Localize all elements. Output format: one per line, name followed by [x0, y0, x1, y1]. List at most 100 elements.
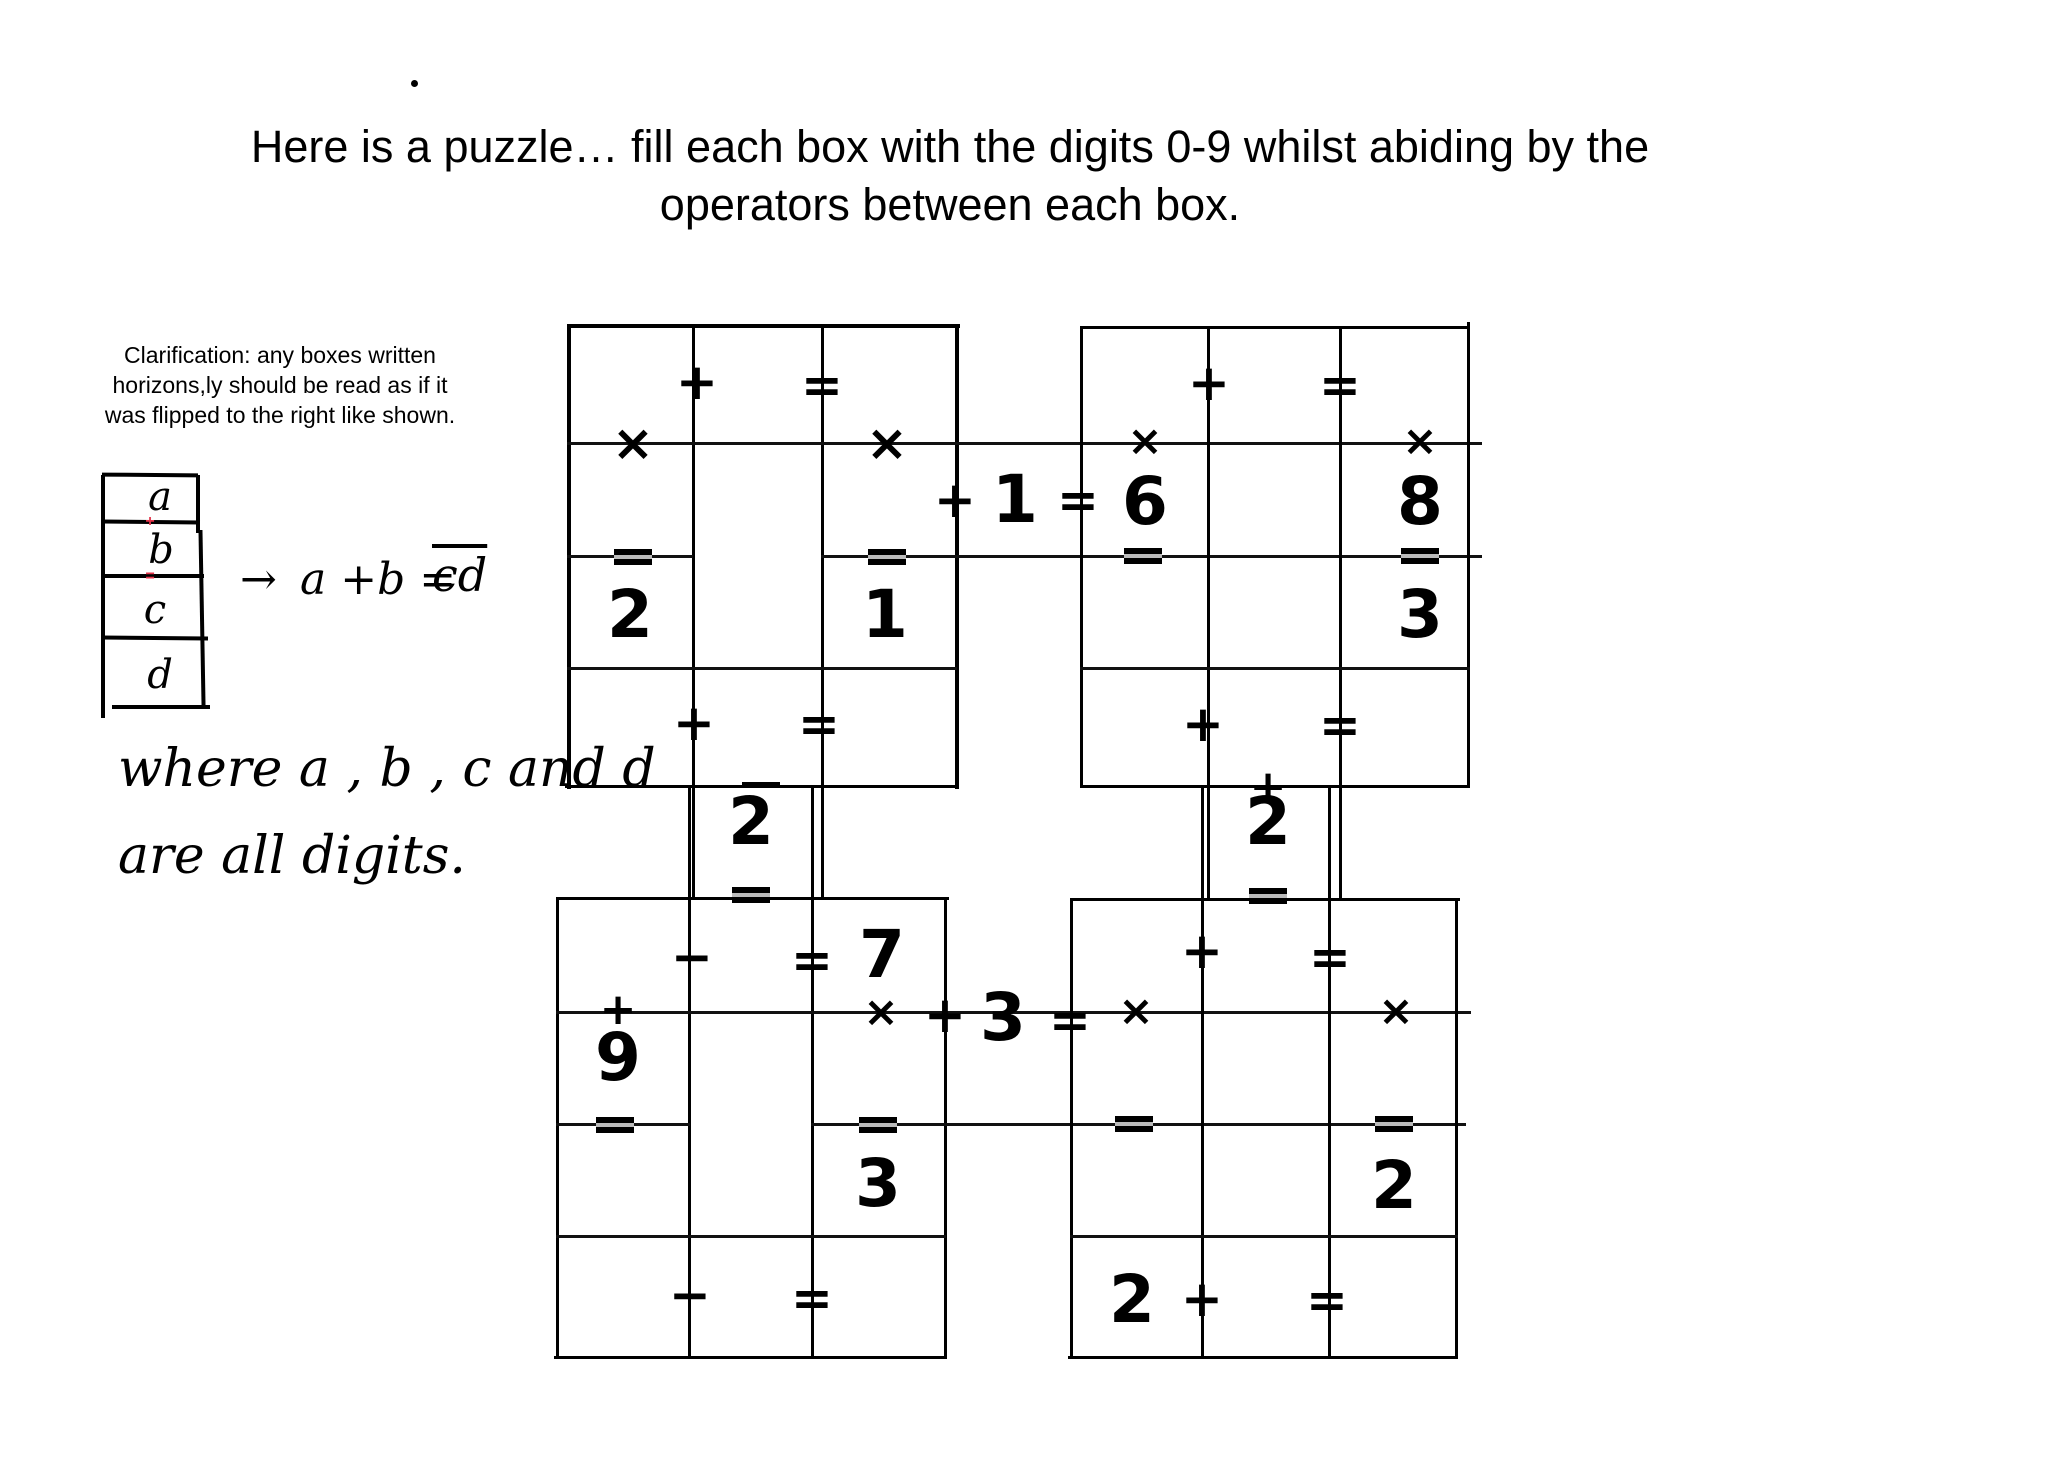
tr-op-equals-top: = [1319, 356, 1361, 414]
bl-equals-bar-right [859, 1117, 897, 1133]
br-equals-bar-right [1375, 1116, 1413, 1132]
clarification-line-1: Clarification: any boxes written [124, 342, 436, 368]
mid-right-equals-bar [1249, 888, 1287, 904]
br-top-border [1072, 898, 1460, 901]
mid-left-equals-bar [732, 887, 770, 903]
bl-op-equals-top: = [791, 931, 833, 989]
tr-op-plus-bridge: + [1249, 761, 1287, 812]
mid-right-given-digit: 2 [1245, 783, 1291, 860]
br-left-border [1070, 898, 1073, 1359]
example-equation-rhs: cd [432, 548, 488, 602]
tr-top-border [1082, 326, 1470, 329]
stray-dot [411, 80, 418, 87]
tl-divider-right [821, 324, 824, 899]
bl-divider-right [811, 785, 814, 1359]
br-given-digit-right-bottom: 2 [1371, 1147, 1417, 1224]
bl-divider-left [688, 785, 691, 1359]
example-red-equals: = [145, 568, 155, 585]
tr-equals-bar-left [1124, 548, 1162, 564]
bridge-bottom-digit: 3 [980, 979, 1026, 1056]
br-divider-right [1328, 785, 1331, 1359]
puzzle-instructions: Here is a puzzle… fill each box with the… [0, 118, 1900, 234]
tl-row-line-1 [567, 442, 1482, 445]
clarification-line-2: horizons,ly should be read as if it [112, 372, 448, 398]
tr-op-times-right: × [1402, 416, 1438, 465]
example-right-border-b [198, 529, 206, 706]
br-right-border [1455, 898, 1458, 1359]
tl-op-plus-top: + [676, 353, 718, 411]
bl-left-border [556, 897, 559, 1359]
tl-op-equals-bottom: = [798, 695, 840, 753]
bridge-top-equals: = [1057, 471, 1099, 529]
example-right-border-a [196, 475, 200, 533]
example-arrow: → [240, 554, 277, 605]
title-line-1: Here is a puzzle… fill each box with the… [250, 121, 1650, 172]
br-row-line-3 [1070, 1235, 1458, 1238]
example-equation-lhs: a +b = [300, 554, 457, 605]
tl-top-border [567, 324, 960, 328]
tr-divider-right [1339, 326, 1342, 901]
tr-row-line-3 [1080, 667, 1470, 670]
tl-op-equals-top: = [801, 356, 843, 414]
bl-op-times-right: × [863, 987, 899, 1036]
example-cell-a: a [148, 474, 172, 520]
br-op-plus-bottom: + [1181, 1270, 1223, 1328]
tr-op-equals-bottom: = [1319, 696, 1361, 754]
tr-divider-left [1207, 326, 1210, 901]
bl-top-border [556, 897, 949, 900]
br-equals-bar-left [1115, 1116, 1153, 1132]
br-op-plus-top: + [1181, 922, 1223, 980]
example-left-border [101, 475, 105, 718]
tr-given-digit-left-top: 6 [1122, 463, 1168, 540]
tr-right-border [1467, 322, 1470, 788]
tl-minus-bar-bottom [742, 782, 780, 788]
tl-divider-left [692, 324, 695, 899]
bl-bottom-border [554, 1356, 947, 1359]
bl-op-plus-left: + [599, 984, 637, 1035]
tl-op-times-left: × [612, 414, 654, 472]
tl-op-plus-bottom: + [673, 694, 715, 752]
bridge-bottom-plus: + [924, 986, 966, 1044]
bl-row-line-3 [556, 1235, 946, 1238]
tr-given-digit-right-bottom: 3 [1397, 576, 1443, 653]
bl-equals-bar-left [596, 1117, 634, 1133]
tr-op-plus-top: + [1188, 354, 1230, 412]
br-bottom-border [1068, 1356, 1458, 1359]
bridge-top-digit: 1 [992, 461, 1038, 538]
example-bottom-border [112, 705, 210, 709]
clarification-note: Clarification: any boxes written horizon… [60, 340, 500, 430]
tl-row-line-3 [567, 667, 957, 670]
br-given-digit-bottom-left: 2 [1109, 1261, 1155, 1338]
bl-given-digit-top-right: 7 [859, 916, 905, 993]
br-op-equals-bottom: = [1306, 1271, 1348, 1329]
mid-left-given-digit: 2 [728, 783, 774, 860]
example-cell-c: c [143, 587, 167, 633]
bl-op-minus-bottom: − [669, 1266, 711, 1324]
tr-op-times-left: × [1127, 416, 1163, 465]
example-red-plus: + [145, 513, 155, 530]
bridge-top-plus: + [934, 471, 976, 529]
bl-row-line-1 [556, 1011, 1471, 1014]
tl-given-digit-right: 1 [862, 576, 908, 653]
br-op-equals-top: = [1309, 928, 1351, 986]
bl-given-digit-right-bottom: 3 [855, 1145, 901, 1222]
example-divider-3 [101, 635, 209, 641]
title-line-2: operators between each box. [659, 179, 1241, 230]
br-op-times-right: × [1378, 986, 1414, 1035]
example-note-line-2: are all digits. [118, 826, 466, 886]
clarification-line-3: was flipped to the right like shown. [104, 402, 456, 428]
br-op-times-left: × [1118, 986, 1154, 1035]
bl-given-digit-left: 9 [595, 1019, 641, 1096]
br-divider-left [1201, 785, 1204, 1359]
tr-given-digit-right-top: 8 [1397, 463, 1443, 540]
bl-op-minus-top: − [671, 928, 713, 986]
tr-left-border [1080, 326, 1083, 788]
tl-equals-bar-right [868, 549, 906, 565]
bl-right-border [944, 897, 947, 1359]
tr-equals-bar-right [1401, 548, 1439, 564]
tl-op-times-right: × [866, 414, 908, 472]
example-cell-d: d [147, 652, 173, 698]
example-divider-2 [102, 574, 204, 578]
example-cell-b: b [148, 527, 174, 573]
tl-given-digit-left: 2 [607, 576, 653, 653]
